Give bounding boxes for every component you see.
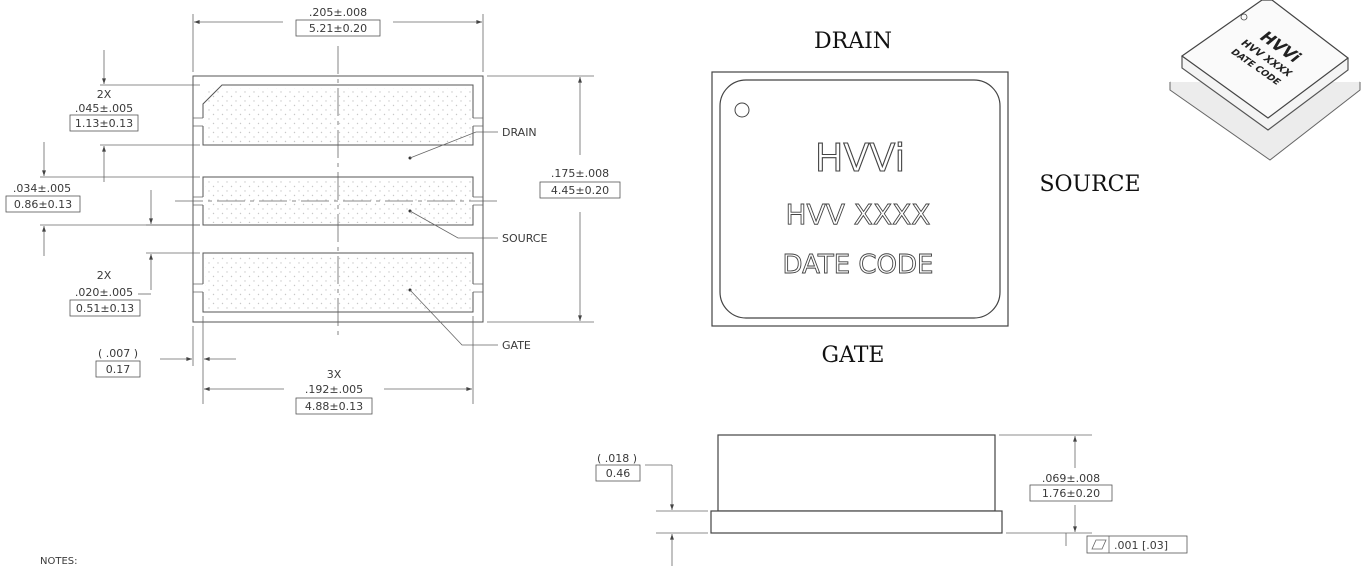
source-dim-mm: 0.86±0.13 — [14, 198, 72, 211]
top-view: .205±.008 5.21±0.20 .175±.008 4.45±0.20 … — [5, 6, 621, 415]
side-height-mm: 1.76±0.20 — [1042, 487, 1100, 500]
package-lid — [719, 79, 1001, 319]
gate-pad-label: GATE — [502, 339, 531, 352]
side-flange — [710, 510, 1003, 534]
pin1-dot-icon — [734, 102, 750, 118]
drain-pad-label: DRAIN — [502, 126, 537, 139]
pad-width-mm: 4.88±0.13 — [305, 400, 363, 413]
source-pin-label: SOURCE — [1039, 172, 1140, 197]
flatness-icon — [1091, 539, 1107, 550]
source-pad-label: SOURCE — [502, 232, 547, 245]
pad-width-qty: 3X — [327, 368, 342, 381]
gate-pin-label: GATE — [822, 343, 885, 368]
marking-view: DRAIN SOURCE GATE HVVi HVV XXXX DATE COD… — [711, 29, 1141, 368]
side-height-in: .069±.008 — [1042, 472, 1100, 485]
brand-marking: HVVi — [815, 136, 905, 180]
drain-dim-mm: 1.13±0.13 — [75, 117, 133, 130]
side-body — [717, 434, 996, 512]
gap-dim-in: .020±.005 — [75, 286, 133, 299]
width-dim-mm: 5.21±0.20 — [309, 22, 367, 35]
source-dim-in: .034±.005 — [13, 182, 71, 195]
drain-dim-qty: 2X — [97, 88, 112, 101]
flatness-frame — [1086, 535, 1188, 554]
height-dim-in: .175±.008 — [551, 167, 609, 180]
pad-width-in: .192±.005 — [305, 383, 363, 396]
flange-dim-in: ( .018 ) — [597, 452, 637, 465]
gap-dim-qty: 2X — [97, 269, 112, 282]
iso-lid — [1180, 0, 1349, 119]
drain-dim-in: .045±.005 — [75, 102, 133, 115]
width-dim-in: .205±.008 — [309, 6, 367, 19]
part-marking: HVV XXXX — [786, 198, 931, 231]
side-view: .069±.008 1.76±0.20 ( .018 ) 0.46 .001 [… — [595, 434, 1188, 566]
flange-dim-mm: 0.46 — [606, 467, 631, 480]
notes-label: NOTES: — [40, 556, 78, 567]
flatness-value: .001 [.03] — [1114, 539, 1168, 552]
drain-pin-label: DRAIN — [814, 29, 892, 54]
edge-dim-in: ( .007 ) — [98, 347, 138, 360]
date-code-marking: DATE CODE — [783, 250, 934, 280]
height-dim-mm: 4.45±0.20 — [551, 184, 609, 197]
edge-dim-mm: 0.17 — [106, 363, 131, 376]
gap-dim-mm: 0.51±0.13 — [76, 302, 134, 315]
package-body — [711, 71, 1009, 327]
iso-view: HVVi HVV XXXX DATE CODE — [1165, 0, 1366, 161]
